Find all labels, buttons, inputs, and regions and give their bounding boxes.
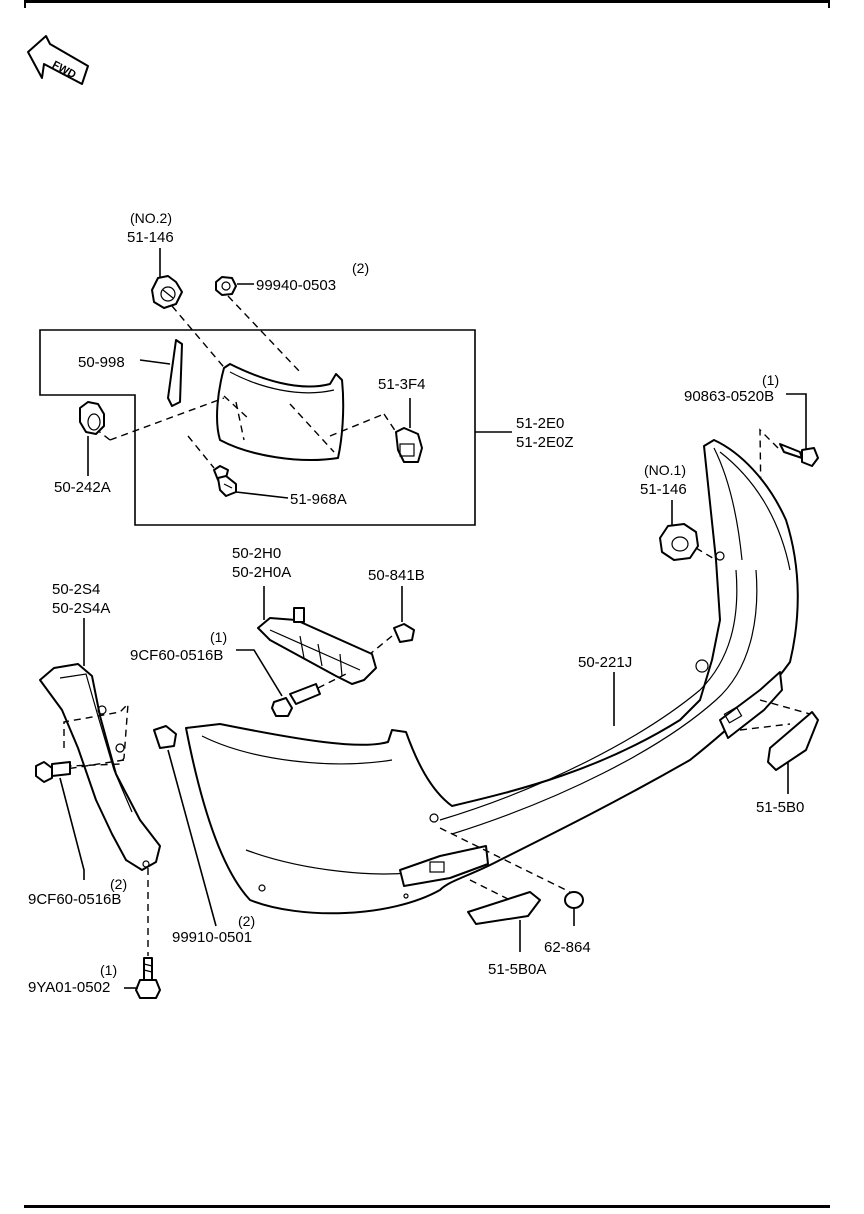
label-50-998: 50-998 — [78, 354, 125, 371]
bottom-rule — [24, 1205, 830, 1208]
label-51-146-no2: 51-146 — [127, 229, 174, 246]
label-51-2e0: 51-2E0 — [516, 415, 564, 432]
label-51-146-no1: 51-146 — [640, 481, 687, 498]
top-rule — [24, 0, 830, 3]
label-50-2h0a: 50-2H0A — [232, 564, 291, 581]
label-51-146-no1-qty: (NO.1) — [644, 462, 686, 478]
bolt-9ya01-0502 — [124, 957, 161, 999]
label-99940-0503: 99940-0503 — [256, 277, 336, 294]
clip-50-242a — [79, 401, 105, 476]
reflector-housing — [216, 363, 345, 461]
label-9cf60-bot-qty: (2) — [110, 876, 127, 892]
label-51-5b0: 51-5B0 — [756, 799, 804, 816]
label-90863-qty: (1) — [762, 372, 779, 388]
clip-50-841b — [393, 586, 415, 643]
label-50-841b: 50-841B — [368, 567, 425, 584]
clip-99910-0501 — [153, 725, 217, 927]
bolt-9cf60-top — [236, 649, 321, 717]
label-99940-qty: (2) — [352, 260, 369, 276]
right-rule — [828, 0, 830, 8]
label-51-968a: 51-968A — [290, 491, 347, 508]
label-51-2e0z: 51-2E0Z — [516, 434, 574, 451]
nut-99940-0503 — [215, 276, 254, 296]
screw-51-968a — [213, 465, 289, 499]
label-99910-0501: 99910-0501 — [172, 929, 252, 946]
label-9cf60-top-qty: (1) — [210, 629, 227, 645]
label-50-221j: 50-221J — [578, 654, 632, 671]
label-50-2h0: 50-2H0 — [232, 545, 281, 562]
clip-51-146-no2 — [151, 248, 183, 309]
label-9cf60-bot: 9CF60-0516B — [28, 891, 121, 908]
rear-bumper-50-221j — [185, 439, 799, 915]
fwd-arrow-icon: FWD — [27, 35, 89, 85]
label-51-146-no2-qty: (NO.2) — [130, 210, 172, 226]
bolt-9cf60-bottom — [35, 761, 85, 880]
left-rule — [24, 0, 26, 8]
label-9ya01-0502: 9YA01-0502 — [28, 979, 110, 996]
label-50-242a: 50-242A — [54, 479, 111, 496]
bracket-50-2h0 — [257, 586, 377, 685]
strip-50-998 — [139, 339, 183, 407]
clip-51-3f4 — [395, 398, 423, 463]
clip-51-146-no1 — [659, 500, 699, 561]
label-9cf60-top: 9CF60-0516B — [130, 647, 223, 664]
label-99910-qty: (2) — [238, 913, 255, 929]
screw-90863-0520b — [779, 393, 819, 467]
cap-62-864 — [564, 891, 584, 926]
reflector-assembly-box — [39, 329, 512, 526]
label-62-864: 62-864 — [544, 939, 591, 956]
label-9ya01-qty: (1) — [100, 962, 117, 978]
label-51-5b0a: 51-5B0A — [488, 961, 546, 978]
label-90863-0520b: 90863-0520B — [684, 388, 774, 405]
label-50-2s4: 50-2S4 — [52, 581, 100, 598]
reflector-51-5b0 — [767, 711, 819, 794]
label-51-3f4: 51-3F4 — [378, 376, 426, 393]
label-50-2s4a: 50-2S4A — [52, 600, 110, 617]
reflector-51-5b0a — [467, 891, 541, 952]
